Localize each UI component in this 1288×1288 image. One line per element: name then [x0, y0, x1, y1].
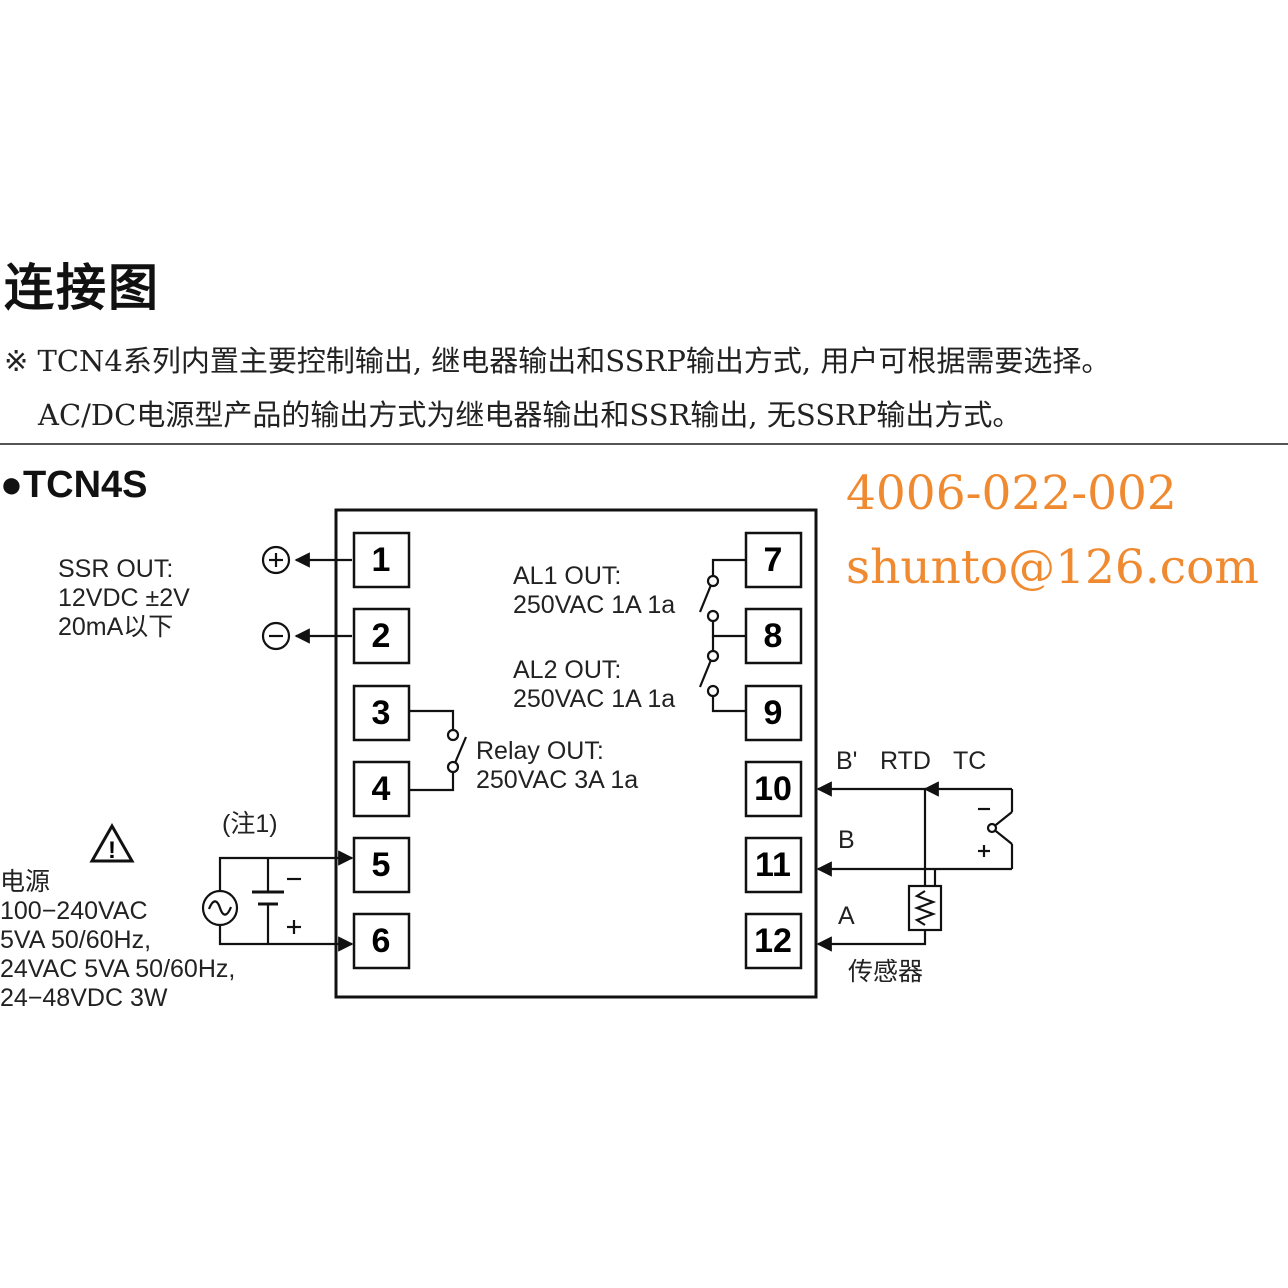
terminal-box-12 [744, 912, 803, 970]
terminal-11: 11 [755, 846, 791, 884]
terminal-12: 12 [754, 922, 792, 960]
terminal-box-11 [744, 836, 803, 894]
contact-email: shunto@126.com [846, 540, 1259, 595]
warning-mark: ! [108, 837, 116, 864]
sensor-rtd: RTD [880, 747, 931, 775]
terminal-box-2 [352, 607, 411, 665]
al-common-wire-8 [711, 621, 746, 638]
note-line-2: AC/DC电源型产品的输出方式为继电器输出和SSR输出, 无SSRP输出方式。 [38, 398, 1022, 432]
terminal-2: 2 [372, 617, 391, 655]
sensor-tc: TC [953, 747, 987, 775]
ssr-out-label: SSR OUT: 12VDC ±2V 20mA以下 [58, 555, 190, 641]
warning-icon [89, 822, 135, 863]
al1-switch [698, 584, 713, 613]
power-note: (注1) [222, 810, 278, 838]
thermocouple-junction [986, 822, 998, 834]
terminal-5: 5 [372, 846, 391, 884]
contact-phone: 4006-022-002 [846, 466, 1177, 521]
al1-out-label: AL1 OUT: 250VAC 1A 1a [513, 562, 676, 619]
al2-switch [698, 659, 713, 688]
terminal-9: 9 [764, 694, 783, 732]
terminal-box-4 [352, 760, 411, 818]
al2-out-label: AL2 OUT: 250VAC 1A 1a [513, 656, 676, 713]
terminal-box-7 [744, 531, 803, 589]
terminal-3: 3 [372, 694, 391, 732]
terminal-box-3 [352, 684, 411, 742]
terminal-box-1 [352, 531, 411, 589]
model-name: ●TCN4S [0, 464, 148, 506]
sensor-wire-12 [816, 930, 927, 952]
power-wire-6 [218, 925, 354, 952]
sensor-a: A [838, 902, 855, 930]
terminal-1: 1 [372, 541, 391, 579]
relay-switch [453, 736, 468, 764]
plus-icon [261, 545, 291, 575]
terminal-4: 4 [372, 770, 391, 808]
terminal-box-5 [352, 836, 411, 894]
al1-wire-7 [711, 558, 746, 576]
terminal-6: 6 [372, 922, 391, 960]
note-line-1: ※ TCN4系列内置主要控制输出, 继电器输出和SSRP输出方式, 用户可根据需… [4, 344, 1111, 378]
al2-wire-9 [711, 696, 746, 713]
controller-body [334, 508, 818, 999]
minus-icon [261, 621, 291, 651]
relay-wire-3 [409, 709, 455, 730]
terminal-8: 8 [764, 617, 783, 655]
terminal-7: 7 [764, 541, 783, 579]
terminal-10: 10 [754, 770, 792, 808]
divider [0, 443, 1288, 445]
rtd-resistor-icon [907, 884, 943, 932]
terminal-box-10 [744, 760, 803, 818]
sensor-b: B [838, 826, 855, 854]
page-title: 连接图 [4, 259, 160, 317]
sensor-b-prime: B' [836, 747, 858, 775]
power-wire-5 [218, 850, 354, 891]
terminal-box-9 [744, 684, 803, 742]
relay-out-label: Relay OUT: 250VAC 3A 1a [476, 737, 639, 794]
power-label: 电源 100−240VAC 5VA 50/60Hz, 24VAC 5VA 50/… [0, 868, 236, 1012]
sensor-label: 传感器 [848, 958, 924, 986]
terminal-box-6 [352, 912, 411, 970]
relay-wire-4 [409, 772, 455, 792]
